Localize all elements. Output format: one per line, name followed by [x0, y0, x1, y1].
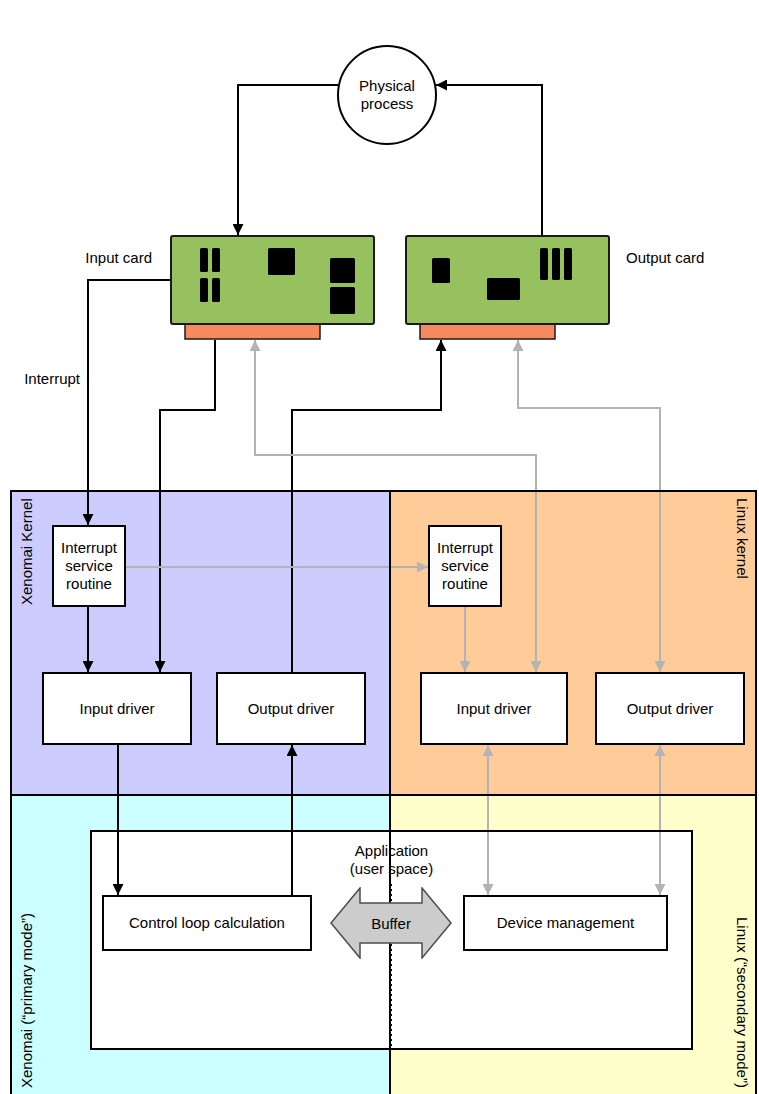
card-edge-connector: [420, 324, 555, 339]
region-label: Linux (“secondary mode”): [734, 917, 751, 1088]
process-label: Physical process: [345, 77, 429, 113]
chip: [330, 287, 355, 314]
edge-label-holder: Interrupt: [0, 0, 56, 17]
primary-connector: [117, 745, 119, 895]
box-label: Device management: [497, 914, 635, 932]
box-label: Control loop calculation: [129, 914, 285, 932]
primary-connector: [291, 745, 293, 895]
primary-connector: [88, 280, 170, 525]
driver-box: Output driver: [595, 672, 745, 745]
region-label: Xenomai (“primary mode”): [18, 913, 35, 1088]
process-box: Device management: [463, 895, 668, 951]
process-box: Control loop calculation: [102, 895, 312, 951]
buffer-label: Buffer: [371, 915, 411, 932]
chip: [200, 248, 208, 272]
card-edge-connector: [185, 324, 320, 339]
io-card: Input card: [170, 235, 375, 340]
region-label: Xenomai Kernel: [18, 498, 35, 605]
chip: [212, 248, 220, 272]
chip: [268, 248, 295, 275]
circle-shape: [338, 46, 436, 144]
secondary-connector: [255, 340, 536, 672]
card-illustration: [170, 235, 375, 340]
secondary-connector: [487, 745, 489, 895]
box-label: Input driver: [79, 700, 154, 718]
primary-connector: [87, 607, 89, 672]
kernel-region: Xenomai Kernel Interrupt service routineI…: [10, 490, 391, 796]
box-label: Output driver: [248, 700, 335, 718]
kernel-region: Linux kernelInterrupt service routineInp…: [389, 490, 757, 796]
secondary-connector: [464, 607, 466, 672]
driver-box: Input driver: [420, 672, 568, 745]
chip: [487, 278, 520, 300]
linux-kernel-fill: [390, 490, 757, 795]
driver-box: Input driver: [42, 672, 192, 745]
isr-box: Interrupt service routine: [428, 525, 502, 607]
secondary-connector: [126, 566, 428, 568]
application-fill: [90, 830, 693, 1050]
io-card: Output card: [405, 235, 610, 340]
isr-box: Interrupt service routine: [52, 525, 126, 607]
secondary-connector: [659, 745, 661, 895]
primary-connector: [160, 340, 215, 672]
chip: [330, 258, 355, 283]
chip: [564, 248, 572, 280]
region-label: Linux kernel: [734, 498, 751, 579]
primary-connector: [292, 340, 441, 672]
chip: [540, 248, 548, 280]
primary-connector: [238, 85, 338, 235]
chip: [212, 278, 220, 302]
xenomai-kernel-fill: [10, 490, 390, 795]
box-label: Interrupt service routine: [58, 539, 120, 593]
box-label: Interrupt service routine: [434, 539, 496, 593]
card-board: [406, 236, 609, 324]
secondary-connector: [518, 340, 660, 672]
card-board: [171, 236, 374, 324]
chip: [552, 248, 560, 280]
box-label: Input driver: [456, 700, 531, 718]
buffer-arrow: Buffer: [330, 887, 452, 959]
signal-label: Interrupt: [24, 370, 80, 387]
card-illustration: [405, 235, 610, 340]
application-box: Application (user space) Control loop cal…: [90, 830, 693, 1050]
box-label: Output driver: [627, 700, 714, 718]
primary-connector: [436, 85, 542, 235]
chip: [432, 258, 450, 283]
process-circle: Physical process: [337, 45, 437, 145]
driver-box: Output driver: [216, 672, 366, 745]
application-label: Application (user space): [340, 842, 444, 878]
double-arrow-outline: [331, 888, 451, 958]
card-label: Output card: [626, 249, 704, 266]
chip: [200, 278, 208, 302]
card-label: Input card: [85, 249, 152, 266]
